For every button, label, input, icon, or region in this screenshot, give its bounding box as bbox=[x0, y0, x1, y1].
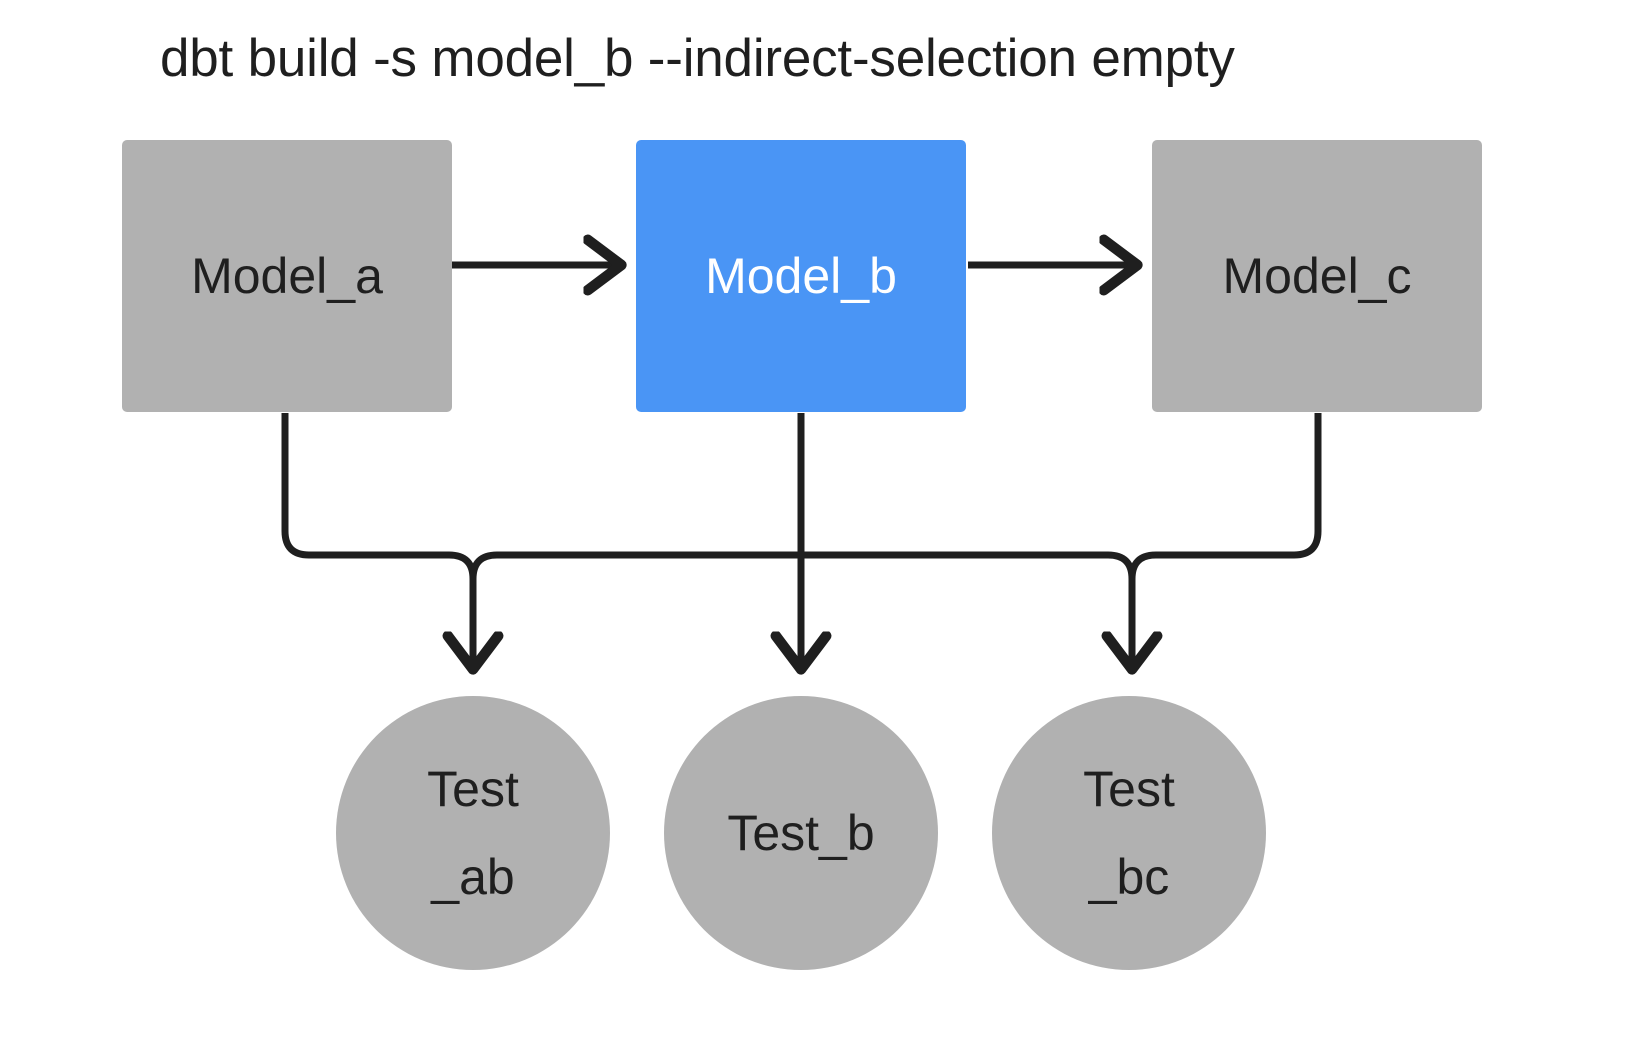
edge-model-b-to-test-bc bbox=[801, 551, 1132, 668]
node-test-b-label-line1: Test_b bbox=[727, 805, 875, 861]
node-test-b[interactable]: Test_b bbox=[664, 696, 938, 970]
edge-model-c-to-test-bc bbox=[1128, 413, 1322, 580]
node-test-bc-label-line1: Test bbox=[1083, 761, 1175, 817]
node-model-c[interactable]: Model_c bbox=[1152, 140, 1482, 412]
node-model-b-label: Model_b bbox=[705, 248, 897, 304]
node-model-c-label: Model_c bbox=[1222, 248, 1412, 304]
node-test-ab[interactable]: Test _ab bbox=[336, 696, 610, 970]
node-test-bc[interactable]: Test _bc bbox=[992, 696, 1266, 970]
node-model-b[interactable]: Model_b bbox=[636, 140, 966, 412]
node-model-a[interactable]: Model_a bbox=[122, 140, 452, 412]
node-model-a-label: Model_a bbox=[191, 248, 383, 304]
edge-model-a-to-test-ab bbox=[281, 413, 473, 668]
edge-model-b-to-test-ab bbox=[469, 551, 801, 580]
diagram-title: dbt build -s model_b --indirect-selectio… bbox=[160, 29, 1235, 88]
node-test-ab-label-line2: _ab bbox=[431, 849, 515, 905]
node-test-ab-label-line1: Test bbox=[427, 761, 519, 817]
node-test-bc-label-line2: _bc bbox=[1088, 849, 1170, 905]
